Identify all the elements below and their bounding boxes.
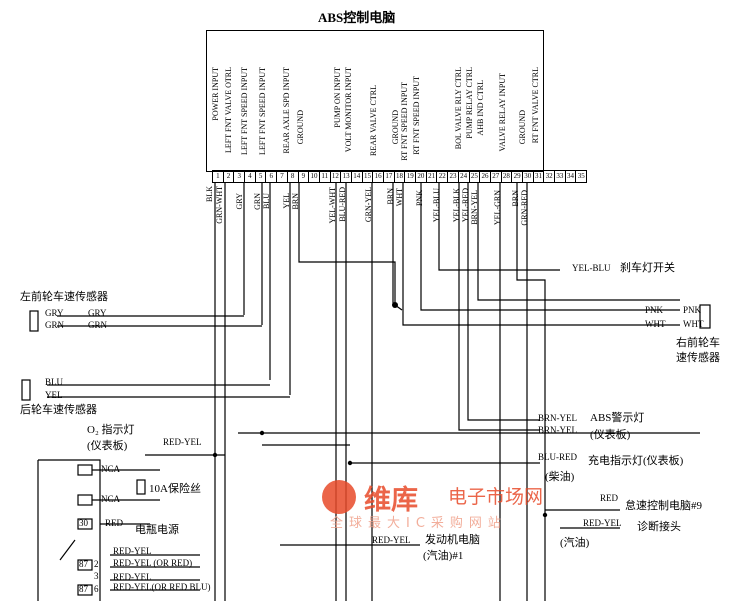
ecu-pin-number: 23 <box>448 170 459 183</box>
rf-wire-a: PNK <box>645 305 664 315</box>
right-front-sensor-label: 右前轮车 <box>676 337 720 349</box>
relay-wire-2: RED-YEL (OR RED) <box>113 558 193 568</box>
rf-pin-a: PNK <box>683 305 702 315</box>
ecu-pin-number: 9 <box>298 170 310 183</box>
wire-30: RED <box>105 518 123 528</box>
diag-wire: RED-YEL <box>583 518 622 528</box>
ecu-pin-number: 15 <box>362 170 374 183</box>
ecu-pin-number: 21 <box>426 170 438 183</box>
ecu-title: ABS控制电脑 <box>318 10 396 25</box>
ecu-pin-number: 3 <box>234 170 246 183</box>
pin-30: 30 <box>79 518 88 528</box>
ecu-pin-number: 10 <box>309 170 320 183</box>
ecu-pin-number: 34 <box>565 170 577 183</box>
ecu-pin-number: 6 <box>266 170 278 183</box>
right-front-sensor-label-2: 速传感器 <box>676 352 720 364</box>
diag-note: (汽油) <box>560 537 590 549</box>
watermark-logo-icon <box>322 480 356 514</box>
rear-sensor-label: 后轮车速传感器 <box>20 404 97 416</box>
idle-ecu-wire: RED <box>600 493 618 503</box>
fuse-nca-1: NCA <box>101 464 121 474</box>
rf-wire-b: WHT <box>645 319 666 329</box>
ecu-pin-number: 27 <box>490 170 502 183</box>
ecu-pin-number: 5 <box>255 170 267 183</box>
ecu-pin-number: 18 <box>394 170 406 183</box>
left-front-sensor-label: 左前轮车速传感器 <box>20 291 108 303</box>
watermark-brand: 维库 <box>364 485 418 516</box>
rear-wire-a: BLU <box>45 377 63 387</box>
ecu-pin-number: 2 <box>223 170 235 183</box>
ecu-pin-number: 17 <box>384 170 395 183</box>
abs-lamp-label-2: (仪表板) <box>590 429 631 441</box>
ecu-pin-number: 32 <box>544 170 555 183</box>
pin-6: 6 <box>94 584 99 594</box>
relay-wire-4: RED-YEL(OR RED BLU) <box>113 582 211 592</box>
lf-pin-a: GRY <box>45 308 64 318</box>
ecu-box <box>206 30 544 172</box>
ecu-pin-number: 35 <box>576 170 588 183</box>
ecu-pin-number: 22 <box>437 170 449 183</box>
abs-lamp-wire-b: BRN-YEL <box>538 425 577 435</box>
pin-87a: 87 <box>79 559 88 569</box>
battery-label: 电瓶电源 <box>135 524 179 536</box>
ecu-pin-number: 26 <box>480 170 491 183</box>
idle-ecu-label: 怠速控制电脑#9 <box>625 500 702 512</box>
ecu-pin-number: 30 <box>522 170 534 183</box>
pin-3: 3 <box>94 571 99 581</box>
abs-lamp-label: ABS警示灯 <box>590 412 645 424</box>
fuse-label: 10A保险丝 <box>149 483 201 495</box>
lf-wire-b: GRN <box>88 320 108 330</box>
ecu-pin-number: 16 <box>373 170 384 183</box>
ecu-pin-number: 31 <box>533 170 545 183</box>
engine-ecu-wire: RED-YEL <box>372 535 411 545</box>
fuse-nca-2: NCA <box>101 494 121 504</box>
pin-87b: 87 <box>79 584 88 594</box>
watermark-slogan: 全球最大IC采购网站 <box>330 516 507 531</box>
o2-lamp-label-2: (仪表板) <box>87 440 128 452</box>
ecu-pin-number: 8 <box>287 170 299 183</box>
charge-lamp-note: (柴油) <box>545 471 575 483</box>
ecu-pin-number: 24 <box>458 170 470 183</box>
ecu-pin-number: 28 <box>501 170 513 183</box>
ecu-pin-number: 19 <box>405 170 417 183</box>
brake-wire: YEL-BLU <box>572 263 611 273</box>
o2-lamp-label: O₂ 指示灯 <box>87 424 135 436</box>
ecu-pin-number: 33 <box>555 170 566 183</box>
brake-switch-label: 刹车灯开关 <box>620 262 675 274</box>
diag-label: 诊断接头 <box>637 521 681 533</box>
watermark-site: 电子市场网 <box>448 486 544 508</box>
charge-lamp-wire: BLU-RED <box>538 452 577 462</box>
engine-ecu-label: 发动机电脑 <box>425 534 480 546</box>
rf-pin-b: WHT <box>683 319 704 329</box>
relay-wire-1: RED-YEL <box>113 546 152 556</box>
o2-lamp-wire: RED-YEL <box>163 437 202 447</box>
charge-lamp-label: 充电指示灯(仪表板) <box>588 455 684 467</box>
ecu-pin-number: 14 <box>351 170 363 183</box>
abs-lamp-wire-a: BRN-YEL <box>538 413 577 423</box>
rear-wire-b: YEL <box>45 390 63 400</box>
relay-wire-3: RED-YEL <box>113 572 152 582</box>
ecu-pin-number: 11 <box>319 170 331 183</box>
pin-2: 2 <box>94 559 99 569</box>
lf-wire-a: GRY <box>88 308 107 318</box>
ecu-pin-number: 1 <box>212 170 224 183</box>
lf-pin-b: GRN <box>45 320 65 330</box>
engine-ecu-note: (汽油)#1 <box>423 550 464 562</box>
ecu-pin-number: 7 <box>277 170 288 183</box>
ecu-pin-number: 4 <box>245 170 256 183</box>
ecu-pin-number: 25 <box>469 170 481 183</box>
